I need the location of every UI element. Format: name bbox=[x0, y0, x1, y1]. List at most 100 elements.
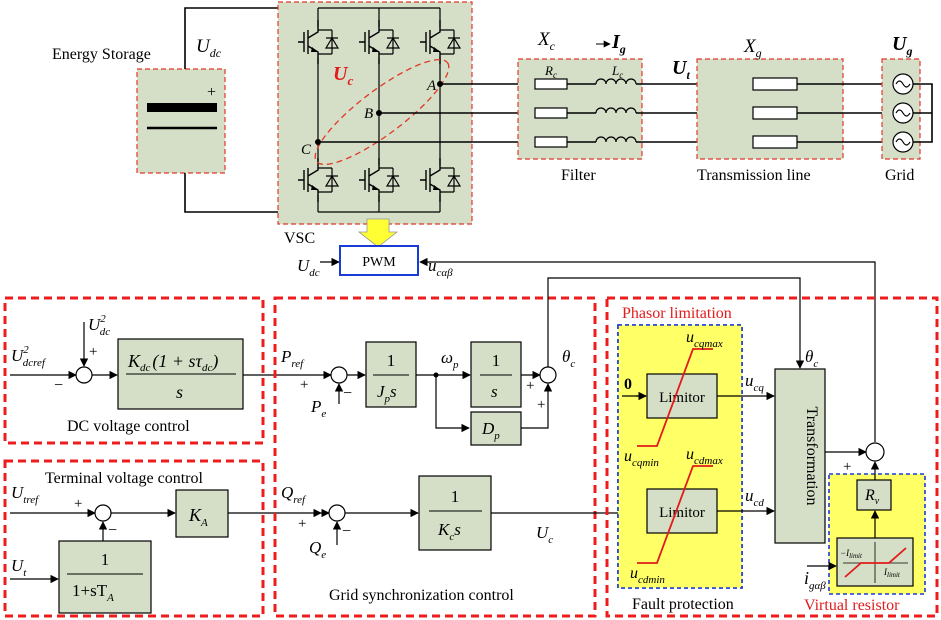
svg-text:Limitor: Limitor bbox=[659, 505, 705, 521]
integrator-block bbox=[470, 341, 522, 408]
node-c-label: C bbox=[301, 142, 312, 158]
terminal-voltage-box bbox=[3, 459, 265, 618]
xc-label: Xc bbox=[537, 29, 556, 53]
ucq-label: ucq bbox=[745, 371, 764, 394]
ug-label: Ug bbox=[892, 33, 912, 58]
rv-label: Rv bbox=[864, 487, 880, 507]
igbt-switch bbox=[359, 20, 401, 64]
svg-text:−: − bbox=[54, 377, 63, 394]
qref-label: Qref bbox=[281, 483, 307, 506]
transformation-block bbox=[774, 368, 826, 544]
transformation-label: Transformation bbox=[803, 407, 820, 506]
rc-label: Rc bbox=[544, 63, 557, 80]
ilimit-neg-label: −Ilimit bbox=[840, 548, 863, 560]
node-a-label: A bbox=[426, 78, 437, 94]
kc-den: Kcs bbox=[437, 520, 461, 543]
kdc-denominator: s bbox=[176, 382, 183, 402]
theta-line bbox=[547, 277, 805, 369]
igbt-switch bbox=[359, 158, 401, 202]
ucqmin-label: ucqmin bbox=[624, 448, 659, 469]
svg-text:Limitor: Limitor bbox=[659, 390, 705, 406]
dc-voltage-control-box bbox=[3, 296, 265, 445]
uc-label: Uc bbox=[333, 63, 353, 88]
q-sum bbox=[328, 504, 346, 522]
ucab-label: ucαβ bbox=[428, 256, 453, 279]
qe-label: Qe bbox=[309, 538, 326, 561]
uc-sync-label: Uc bbox=[536, 523, 553, 546]
dc-wire-bottom bbox=[184, 173, 318, 213]
ilimit-pos-label: Ilimit bbox=[883, 567, 901, 579]
ucdmin-label: ucdmin bbox=[630, 565, 665, 586]
limiter-q-block bbox=[646, 373, 718, 419]
dc-control-title: DC voltage control bbox=[67, 418, 190, 435]
limiter-q-curve bbox=[637, 348, 713, 447]
grid-sources bbox=[892, 73, 933, 153]
udc-pwm-label: Udc bbox=[297, 256, 320, 279]
ig-label: Ig bbox=[611, 31, 626, 56]
ut-label: Ut bbox=[672, 57, 690, 82]
pwm-arrow bbox=[357, 218, 399, 248]
rv-block bbox=[856, 479, 892, 511]
capacitor-plus: + bbox=[207, 84, 216, 101]
igbt-switch bbox=[298, 158, 340, 202]
deadzone-curve bbox=[843, 542, 908, 583]
phasor-limitation-label: Phasor limitation bbox=[622, 305, 732, 322]
tf-numerator: 1 bbox=[101, 550, 110, 569]
ucdmax-label: ucdmax bbox=[686, 446, 723, 467]
filter-label: Filter bbox=[561, 167, 596, 184]
ucab-feedback bbox=[419, 257, 876, 442]
pe-label: Pe bbox=[310, 397, 326, 420]
igbt-switch bbox=[420, 20, 462, 64]
dc-wire-top bbox=[184, 7, 318, 69]
zero-label: 0 bbox=[624, 376, 632, 393]
p-sum bbox=[330, 366, 348, 384]
grid-sync-box bbox=[273, 296, 597, 618]
udc-label: Udc bbox=[196, 36, 222, 60]
svg-text:s: s bbox=[491, 382, 498, 401]
ut-in-label: Ut bbox=[11, 556, 27, 579]
energy-storage-label: Energy Storage bbox=[52, 46, 151, 63]
filter-components bbox=[534, 78, 637, 148]
transmission-label: Transmission line bbox=[697, 167, 811, 184]
dp-label: Dp bbox=[481, 419, 500, 442]
theta-sum bbox=[539, 366, 557, 384]
kdc-numerator: Kdc(1 + sτdc) bbox=[127, 351, 218, 374]
igbt-group bbox=[298, 20, 462, 202]
ka-block bbox=[175, 489, 229, 538]
fault-protection-label: Fault protection bbox=[632, 596, 734, 613]
svg-text:1: 1 bbox=[492, 351, 501, 370]
dc-sum bbox=[75, 366, 93, 384]
svg-text:−: − bbox=[108, 522, 117, 539]
vr-sum bbox=[865, 442, 885, 462]
node-b-label: B bbox=[364, 106, 373, 122]
vsc-label: VSC bbox=[284, 230, 315, 247]
ka-label: KA bbox=[188, 505, 208, 529]
svg-text:+: + bbox=[89, 344, 97, 360]
omega-label: ωp bbox=[441, 348, 459, 371]
grid-label: Grid bbox=[885, 167, 914, 184]
svg-text:1: 1 bbox=[451, 487, 460, 506]
virtual-resistor-label: Virtual resistor bbox=[804, 597, 900, 614]
theta-transform-label: θc bbox=[805, 347, 818, 370]
ucd-label: ucd bbox=[745, 486, 764, 509]
energy-storage-box bbox=[136, 68, 226, 174]
tf-denominator: 1+sTA bbox=[72, 581, 114, 604]
jp-den: Jps bbox=[377, 382, 397, 405]
igbt-switch bbox=[420, 158, 462, 202]
svg-text:−: − bbox=[343, 385, 352, 402]
xg-label: Xg bbox=[743, 36, 762, 60]
svg-text:+: + bbox=[298, 516, 306, 532]
pwm-block bbox=[339, 245, 419, 276]
fault-protection-box bbox=[605, 296, 939, 618]
svg-text:−: − bbox=[342, 523, 351, 540]
lc-label: Lc bbox=[611, 63, 623, 80]
uc-ellipse bbox=[314, 58, 450, 166]
utref-label: Utref bbox=[11, 483, 40, 506]
svg-text:+: + bbox=[537, 397, 545, 413]
svg-text:1: 1 bbox=[387, 351, 396, 370]
tv-sum bbox=[94, 504, 112, 522]
sync-control-title: Grid synchronization control bbox=[329, 587, 514, 604]
